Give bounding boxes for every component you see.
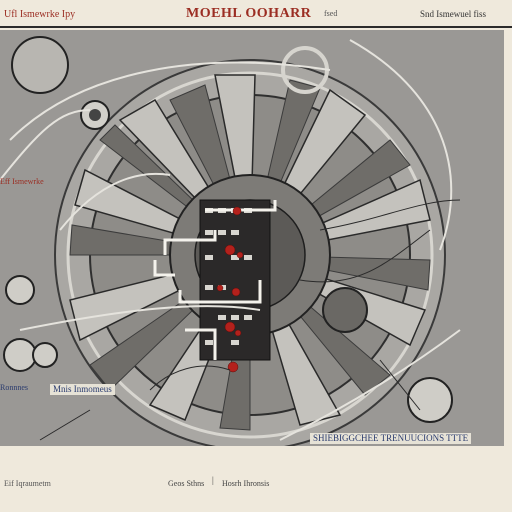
- gear-left-mid: [5, 275, 35, 305]
- header-right-label: Snd Ismewuel fiss: [420, 9, 486, 19]
- caption-low-left: Ronnnes: [0, 383, 28, 392]
- caption-left: Mnis Inmomeus: [50, 384, 115, 395]
- cables: [0, 39, 461, 441]
- drum-right: [322, 287, 368, 333]
- header-left-label: Ufl Ismewrke Ipy: [4, 9, 76, 20]
- red-components: [216, 206, 244, 373]
- fine-wires: [39, 199, 461, 441]
- footer-tick-mark: |: [212, 475, 214, 485]
- connector-traces: [153, 200, 277, 360]
- header-mid-label: fsed: [324, 9, 338, 18]
- machine-illustration-plate: [0, 30, 504, 446]
- gear-bottom-right: [407, 377, 453, 423]
- bolt-upper-left-core: [89, 109, 101, 121]
- gear-left-low-2: [32, 342, 58, 368]
- header-divider: [0, 26, 512, 28]
- outer-ring-highlight: [66, 71, 434, 439]
- gear-left-low: [3, 338, 37, 372]
- gear-top-left: [11, 36, 69, 94]
- footer-mid-label: Geos Sthns: [168, 479, 205, 488]
- footer-left-label: Eif Iqraumetm: [4, 479, 51, 488]
- caption-bottom: SHIEBIGGCHEE TRENUUCIONS TTTE: [310, 433, 472, 444]
- diagram-title: MOEHL OOHARR: [186, 6, 312, 21]
- machine-illustration: [0, 30, 504, 446]
- footer-right-label: Hosrh Ihronsis: [222, 479, 270, 488]
- side-label-left: Eff Ismewrke: [0, 177, 44, 186]
